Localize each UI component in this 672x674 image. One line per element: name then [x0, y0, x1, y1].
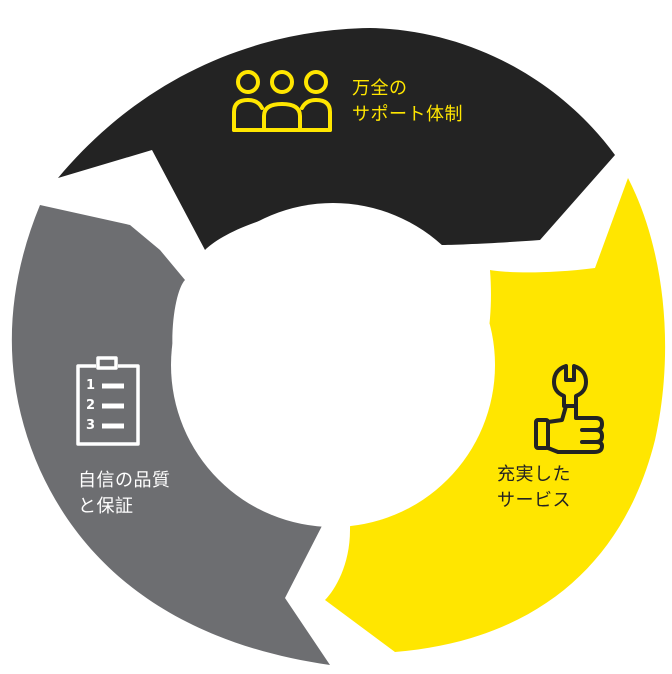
label-service-line-2: サービス: [497, 490, 571, 511]
label-service-line-1: 充実した: [497, 464, 571, 485]
checklist-clipboard-icon: [76, 356, 140, 446]
label-service: 充実した サービス: [497, 462, 571, 514]
label-support-line-2: サポート体制: [352, 104, 463, 125]
segment-service: [325, 178, 666, 652]
label-quality-line-2: と保証: [78, 496, 134, 517]
segment-support: [58, 28, 615, 250]
segment-quality: [11, 205, 331, 665]
checklist-number-1: 1: [86, 378, 96, 393]
thumbs-up-wrench-icon: [534, 364, 604, 454]
checklist-numbers: 1 2 3: [86, 376, 106, 436]
label-support: 万全の サポート体制: [352, 76, 463, 128]
label-quality-line-1: 自信の品質: [78, 470, 171, 491]
label-quality: 自信の品質 と保証: [78, 468, 171, 520]
checklist-number-3: 3: [86, 418, 96, 433]
checklist-number-2: 2: [86, 398, 96, 413]
people-group-icon: [232, 70, 332, 132]
center-hole: [171, 203, 495, 527]
label-support-line-1: 万全の: [352, 78, 408, 99]
